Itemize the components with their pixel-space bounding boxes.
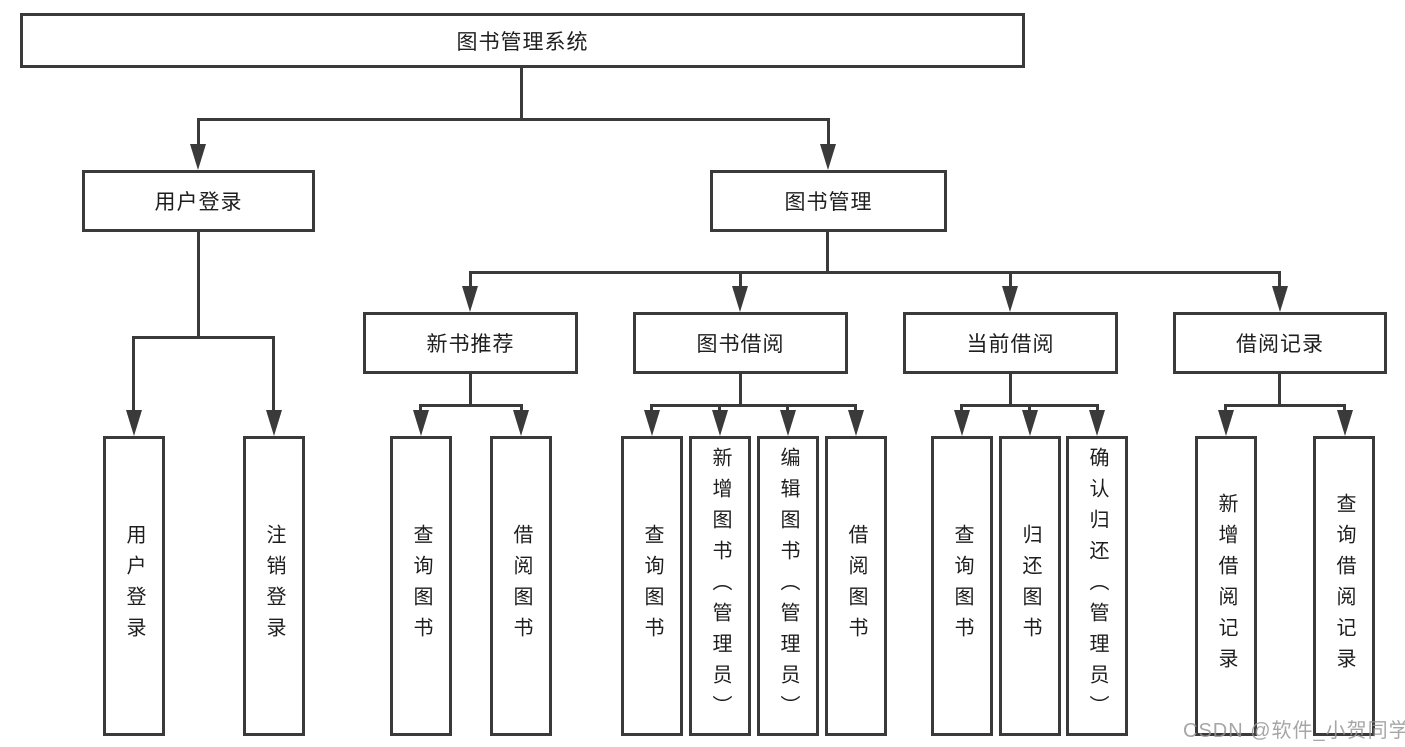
node-book-management: 图书管理 — [710, 170, 947, 232]
connector-cur-leaf1-stem — [960, 404, 963, 412]
leaf-bor-add-books-admin: 新增图书（管理员） — [689, 436, 751, 736]
leaf-recd-add-record: 新增借阅记录 — [1195, 436, 1257, 736]
arrow-cur-leaf1 — [954, 410, 970, 436]
node-root-label: 图书管理系统 — [456, 30, 589, 54]
arrow-bor-leaf4 — [848, 410, 864, 436]
arrow-bor-leaf3 — [780, 410, 796, 436]
leaf-cur-return-books: 归还图书 — [999, 436, 1061, 736]
connector-borrow-stem — [739, 271, 742, 287]
node-user-login-label: 用户登录 — [154, 191, 243, 214]
arrow-rec-leaf2 — [513, 410, 529, 436]
connector-leaf-login-stem — [132, 336, 135, 412]
leaf-rec-borrow-books: 借阅图书 — [490, 436, 552, 736]
connector-book-mgmt-down — [826, 232, 829, 274]
connector-recommend-bar — [419, 404, 523, 407]
leaf-user-login-label: 用户登录 — [123, 524, 145, 648]
connector-leaf-logout-stem — [272, 336, 275, 412]
connector-book-mgmt-stem — [827, 118, 830, 145]
connector-records-stem — [1278, 271, 1281, 287]
arrow-recd-leaf1 — [1218, 410, 1234, 436]
arrow-rec-leaf1 — [413, 410, 429, 436]
connector-recommend-stem — [469, 271, 472, 287]
leaf-user-login: 用户登录 — [103, 436, 165, 736]
node-current-borrow: 当前借阅 — [903, 312, 1118, 374]
leaf-bor-borrow-books: 借阅图书 — [825, 436, 887, 736]
connector-book-mgmt-bar — [469, 271, 1281, 274]
node-book-borrow-label: 图书借阅 — [696, 333, 785, 356]
connector-user-login-bar — [132, 336, 275, 339]
arrow-bor-leaf2 — [712, 410, 728, 436]
connector-user-login-down — [197, 232, 200, 339]
arrow-leaf-logout — [266, 410, 282, 436]
leaf-cur-confirm-return-admin: 确认归还（管理员） — [1066, 436, 1128, 736]
connector-recd-leaf2-stem — [1343, 404, 1346, 412]
leaf-bor-query-books-label: 查询图书 — [641, 524, 663, 648]
connector-records-bar — [1224, 404, 1346, 407]
connector-rec-leaf2-stem — [520, 404, 523, 412]
leaf-rec-borrow-books-label: 借阅图书 — [510, 524, 532, 648]
arrow-user-login — [190, 144, 206, 170]
leaf-rec-query-books-label: 查询图书 — [410, 524, 432, 648]
leaf-bor-borrow-books-label: 借阅图书 — [845, 524, 867, 648]
connector-bor-leaf2-stem — [718, 404, 721, 412]
connector-current-down — [1009, 374, 1012, 407]
leaf-bor-edit-books-admin: 编辑图书（管理员） — [757, 436, 819, 736]
leaf-bor-add-books-admin-label: 新增图书（管理员） — [709, 446, 731, 726]
arrow-cur-leaf2 — [1022, 410, 1038, 436]
connector-borrow-down — [739, 374, 742, 407]
arrow-book-mgmt — [820, 144, 836, 170]
arrow-current — [1002, 286, 1018, 312]
connector-borrow-bar — [650, 404, 857, 407]
node-book-management-label: 图书管理 — [784, 191, 873, 214]
leaf-cur-return-books-label: 归还图书 — [1019, 524, 1041, 648]
node-borrow-records-label: 借阅记录 — [1236, 333, 1324, 356]
connector-bor-leaf4-stem — [854, 404, 857, 412]
leaf-recd-query-record: 查询借阅记录 — [1313, 436, 1375, 736]
connector-root-stem — [520, 68, 523, 119]
node-root: 图书管理系统 — [20, 13, 1025, 68]
arrow-bor-leaf1 — [644, 410, 660, 436]
leaf-cur-query-books-label: 查询图书 — [951, 524, 973, 648]
connector-bor-leaf3-stem — [786, 404, 789, 412]
leaf-recd-add-record-label: 新增借阅记录 — [1215, 493, 1237, 679]
node-book-borrow: 图书借阅 — [633, 312, 848, 374]
leaf-rec-query-books: 查询图书 — [390, 436, 452, 736]
node-user-login: 用户登录 — [82, 170, 315, 232]
leaf-recd-query-record-label: 查询借阅记录 — [1333, 493, 1355, 679]
connector-root-bar — [197, 118, 830, 121]
connector-cur-leaf2-stem — [1028, 404, 1031, 412]
leaf-bor-edit-books-admin-label: 编辑图书（管理员） — [777, 446, 799, 726]
connector-recommend-down — [469, 374, 472, 407]
connector-rec-leaf1-stem — [419, 404, 422, 412]
node-new-book-recommend-label: 新书推荐 — [426, 333, 515, 356]
connector-cur-leaf3-stem — [1096, 404, 1099, 412]
connector-records-down — [1278, 374, 1281, 407]
node-borrow-records: 借阅记录 — [1173, 312, 1387, 374]
arrow-records — [1272, 286, 1288, 312]
connector-current-stem — [1009, 271, 1012, 287]
leaf-cur-confirm-return-admin-label: 确认归还（管理员） — [1086, 446, 1108, 726]
arrow-recd-leaf2 — [1337, 410, 1353, 436]
leaf-bor-query-books: 查询图书 — [621, 436, 683, 736]
leaf-logout-label: 注销登录 — [263, 524, 285, 648]
node-new-book-recommend: 新书推荐 — [363, 312, 578, 374]
csdn-watermark: CSDN @软件_小贺同学 — [1183, 720, 1405, 742]
arrow-leaf-login — [126, 410, 142, 436]
connector-bor-leaf1-stem — [650, 404, 653, 412]
node-current-borrow-label: 当前借阅 — [966, 333, 1055, 356]
leaf-logout: 注销登录 — [243, 436, 305, 736]
leaf-cur-query-books: 查询图书 — [931, 436, 993, 736]
arrow-borrow — [732, 286, 748, 312]
arrow-cur-leaf3 — [1089, 410, 1105, 436]
connector-user-login-stem — [197, 118, 200, 145]
arrow-recommend — [462, 286, 478, 312]
connector-recd-leaf1-stem — [1224, 404, 1227, 412]
